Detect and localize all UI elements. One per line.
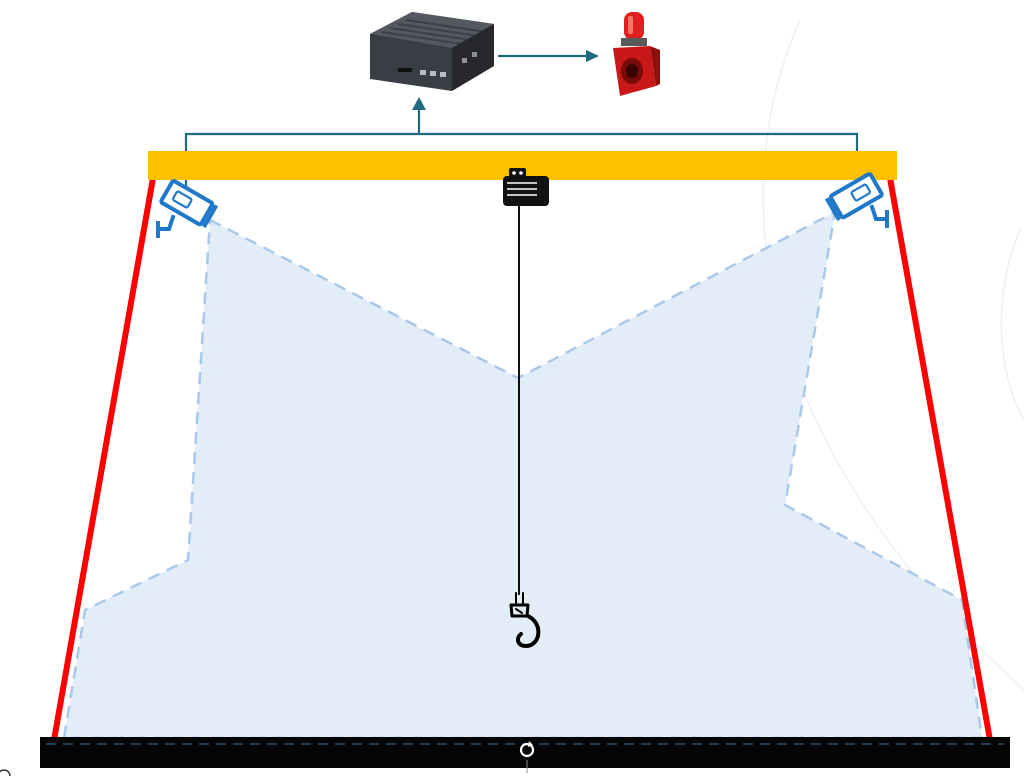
hook-icon bbox=[509, 592, 541, 648]
motor-icon bbox=[503, 168, 549, 206]
camera-right-mount bbox=[869, 204, 889, 228]
camera-right-icon bbox=[824, 172, 884, 222]
siren-icon bbox=[613, 12, 660, 96]
arrow-up-icon bbox=[412, 97, 426, 110]
floor-rail bbox=[40, 737, 1010, 768]
camera-left-mount bbox=[156, 214, 176, 238]
camera-left-icon bbox=[159, 179, 219, 229]
camera-coverage-area bbox=[62, 209, 984, 740]
rotate-handle-icon[interactable] bbox=[519, 741, 535, 758]
arrow-right-icon bbox=[586, 50, 599, 62]
crane-leg-right bbox=[887, 177, 993, 741]
crane-leg-left bbox=[51, 177, 156, 741]
corner-handle-icon[interactable] bbox=[0, 769, 11, 776]
mini-pc-icon bbox=[370, 12, 494, 91]
